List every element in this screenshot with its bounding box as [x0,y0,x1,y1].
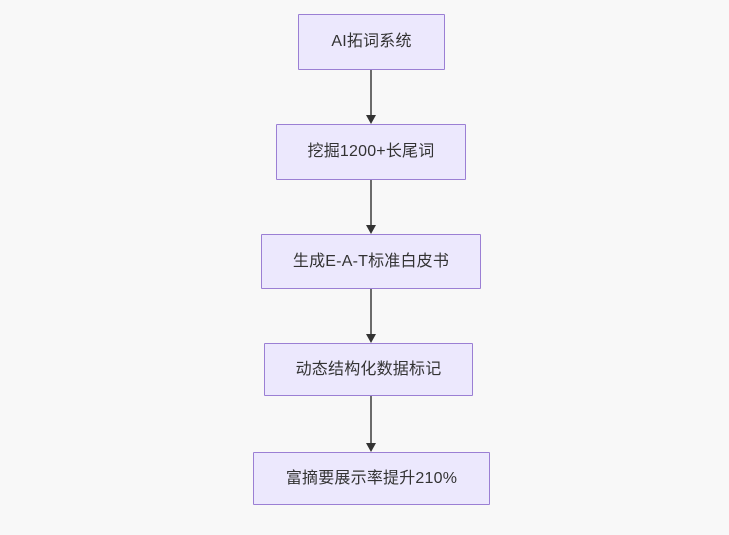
flow-node-generate-eat-whitepaper[interactable]: 生成E-A-T标准白皮书 [261,234,481,289]
edge-line [370,396,372,443]
arrowhead-icon [366,443,376,452]
edge-line [370,180,372,225]
flow-node-dynamic-structured-data[interactable]: 动态结构化数据标记 [264,343,473,396]
edge-line [370,70,372,115]
edge-line [370,289,372,334]
flow-node-ai-keyword-system[interactable]: AI拓词系统 [298,14,445,70]
flow-node-label: 生成E-A-T标准白皮书 [292,252,450,270]
flow-node-label: AI拓词系统 [331,33,412,51]
arrowhead-icon [366,225,376,234]
flow-node-label: 挖掘1200+长尾词 [307,143,435,161]
arrowhead-icon [366,334,376,343]
flow-node-mine-longtail-keywords[interactable]: 挖掘1200+长尾词 [276,124,466,180]
arrowhead-icon [366,115,376,124]
flow-node-label: 动态结构化数据标记 [295,360,442,378]
flow-node-rich-snippet-uplift[interactable]: 富摘要展示率提升210% [253,452,490,505]
flow-node-label: 富摘要展示率提升210% [285,469,458,487]
